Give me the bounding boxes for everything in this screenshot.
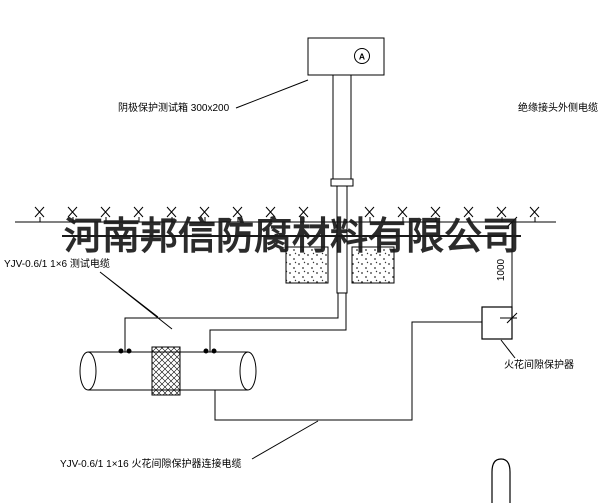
label-test-box: 阴极保护测试箱 300x200 <box>118 101 230 114</box>
concrete-foundation-right <box>351 246 395 284</box>
pipe-end-right <box>239 351 257 391</box>
insulating-joint <box>151 346 181 396</box>
label-spark-gap-protector: 火花间隙保护器 <box>504 358 574 371</box>
leader-protector-cable-label <box>251 420 319 460</box>
pipeline <box>79 346 257 396</box>
dimension-text: 1000 <box>496 258 507 281</box>
test-cable-route-1 <box>124 293 339 352</box>
test-post-upper <box>332 74 352 180</box>
label-protector-cable: YJV-0.6/1 1×16 火花间隙保护器连接电缆 <box>60 457 241 470</box>
pipe-section-symbol <box>491 458 511 503</box>
weld-dot <box>203 348 209 354</box>
spark-gap-protector-box <box>481 306 513 340</box>
concrete-foundation-left <box>285 246 329 284</box>
test-cable-route-2 <box>209 293 347 352</box>
leader-protector-label <box>500 339 516 359</box>
pipe-end-left <box>79 351 97 391</box>
leader-test-box-label <box>235 79 309 109</box>
leader-test-cable-label <box>99 271 173 330</box>
ammeter-icon <box>354 48 370 64</box>
label-test-cable: YJV-0.6/1 1×6 测试电缆 <box>4 257 110 270</box>
ground-surface-marks <box>15 206 556 223</box>
dimension-line-1000 <box>500 216 518 324</box>
weld-dot <box>118 348 124 354</box>
test-post-coupling <box>330 178 354 187</box>
ammeter-letter: A <box>359 52 365 62</box>
weld-dot <box>211 348 217 354</box>
label-insulation-joint-cable: 绝缘接头外侧电缆 <box>518 101 598 114</box>
watermark: 河南邦信防腐材料有限公司 <box>62 216 521 258</box>
test-post-lower <box>336 185 348 294</box>
weld-dot <box>126 348 132 354</box>
protector-cable-route <box>214 321 482 421</box>
cable-connection-dots <box>118 348 217 354</box>
test-box <box>307 37 385 76</box>
